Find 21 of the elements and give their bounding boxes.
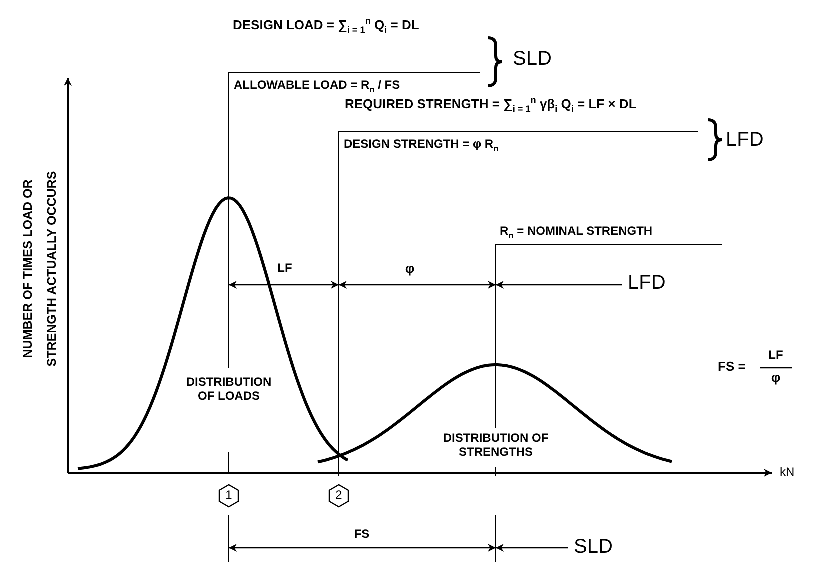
dimension-label: LF — [278, 262, 292, 276]
formula: R$_{n}$ = NOMINAL STRENGTH — [500, 225, 653, 242]
formula: REQUIRED STRENGTH = ∑$_{i = 1}$$^{n}$ γβ$_{i}$ Q$_{i}$ = LF × DL — [345, 95, 637, 114]
method-label: LFD — [726, 129, 764, 152]
method-label: LFD — [628, 272, 666, 295]
curve-label: DISTRIBUTION OF LOADS — [185, 376, 273, 404]
formula: LF — [768, 349, 784, 363]
formula: DESIGN LOAD = ∑$_{i = 1}$$^{n}$ Q$_{i}$ = DL — [233, 16, 420, 36]
method-label: SLD — [513, 48, 552, 71]
formula: FS = — [718, 360, 746, 375]
method-label: SLD — [574, 536, 613, 559]
callout-number: 1 — [226, 489, 232, 503]
formula: φ — [771, 371, 781, 386]
axis-title: NUMBER OF TIMES LOAD OR STRENGTH ACTUALLY OCCURS — [20, 170, 60, 369]
axis-unit: kN — [780, 466, 795, 480]
dimension-label: φ — [405, 262, 415, 277]
formula: DESIGN STRENGTH = φ R$_{n}$ — [344, 138, 499, 154]
formula: ALLOWABLE LOAD = R$_{n}$ / FS — [234, 79, 400, 96]
dimension-label: FS — [354, 528, 370, 542]
curve-label: DISTRIBUTION OF STRENGTHS — [442, 432, 550, 460]
callout-number: 2 — [336, 489, 342, 503]
